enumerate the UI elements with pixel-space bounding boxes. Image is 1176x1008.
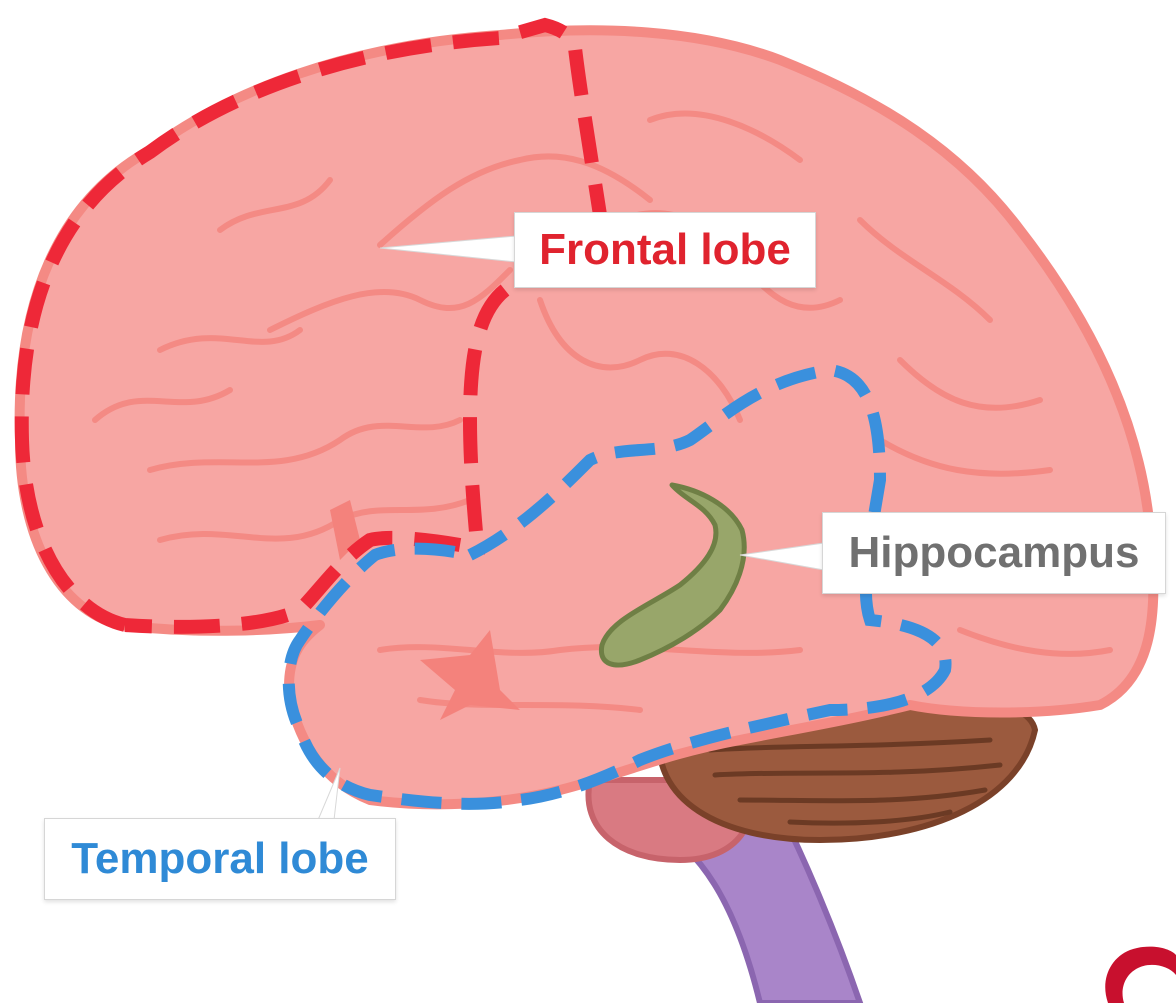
frontal-lobe-label-text: Frontal lobe xyxy=(539,228,791,272)
magnifier-logo-icon xyxy=(1105,947,1176,1003)
hippocampus-label: Hippocampus xyxy=(822,512,1166,594)
hippocampus-label-text: Hippocampus xyxy=(849,531,1140,575)
temporal-lobe-label: Temporal lobe xyxy=(44,818,396,900)
temporal-lobe-label-text: Temporal lobe xyxy=(71,837,368,881)
frontal-lobe-label: Frontal lobe xyxy=(514,212,816,288)
